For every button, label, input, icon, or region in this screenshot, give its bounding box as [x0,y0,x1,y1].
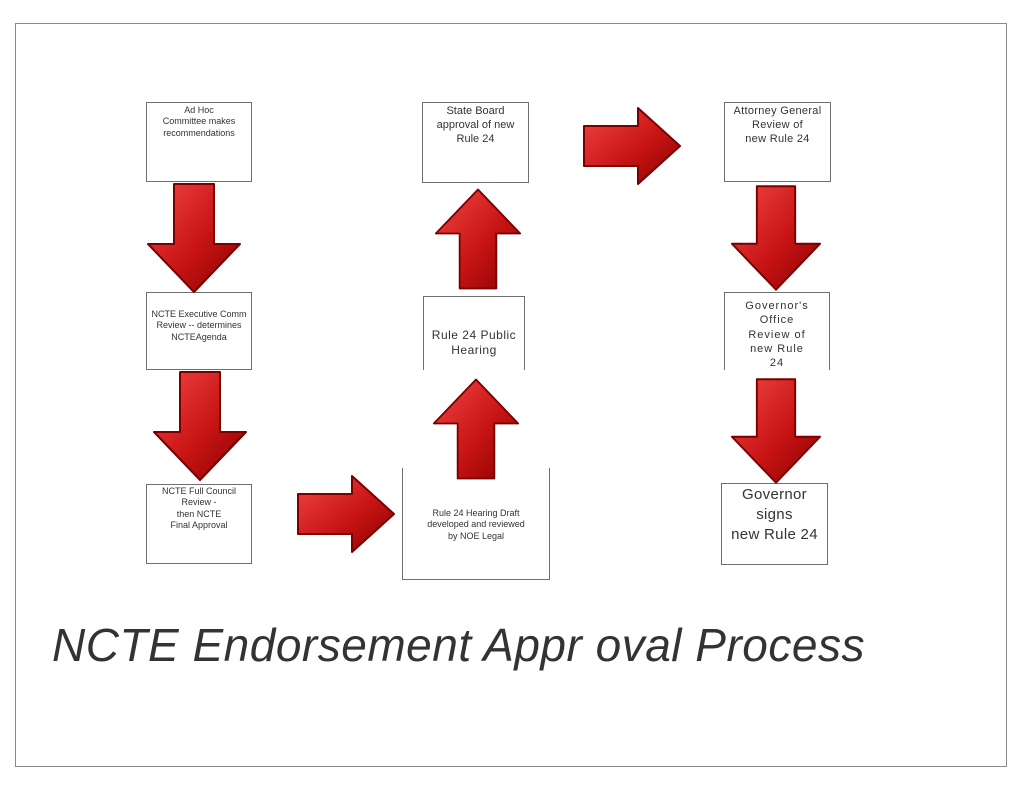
adhoc-committee-box: Ad Hoc Committee makes recommendations [146,102,252,182]
state-board-text: State Board approval of new Rule 24 [436,105,515,145]
public-hearing-box: Rule 24 Public Hearing [423,296,525,370]
full-council-text: NCTE Full Council Review - then NCTE Fin… [161,486,237,530]
attorney-general-box: Attorney General Review of new Rule 24 [724,102,831,182]
governors-office-box: Governor's Office Review of new Rule 24 [724,292,830,370]
page-title: NCTE Endorsement Appr oval Process [52,619,865,671]
up-arrow-icon [432,378,520,480]
governor-signs-text: Governor signs new Rule 24 [731,486,818,543]
governors-office-text: Governor's Office Review of new Rule 24 [745,300,809,370]
executive-comm-text: NCTE Executive Comm Review -- determines… [151,309,247,342]
governor-signs-box: Governor signs new Rule 24 [721,483,828,565]
slide-frame [15,23,1007,767]
right-arrow-icon [297,475,395,553]
public-hearing-text: Rule 24 Public Hearing [431,328,517,357]
adhoc-committee-text: Ad Hoc Committee makes recommendations [162,105,236,138]
down-arrow-icon [147,183,241,293]
right-arrow-icon [583,107,681,185]
state-board-box: State Board approval of new Rule 24 [422,102,529,183]
attorney-general-text: Attorney General Review of new Rule 24 [733,105,822,145]
down-arrow-icon [730,185,822,291]
down-arrow-icon [153,371,247,481]
executive-comm-box: NCTE Executive Comm Review -- determines… [146,292,252,370]
full-council-box: NCTE Full Council Review - then NCTE Fin… [146,484,252,564]
hearing-draft-box: Rule 24 Hearing Draft developed and revi… [402,468,550,580]
down-arrow-icon [730,378,822,484]
up-arrow-icon [434,188,522,290]
hearing-draft-text: Rule 24 Hearing Draft developed and revi… [427,508,525,541]
